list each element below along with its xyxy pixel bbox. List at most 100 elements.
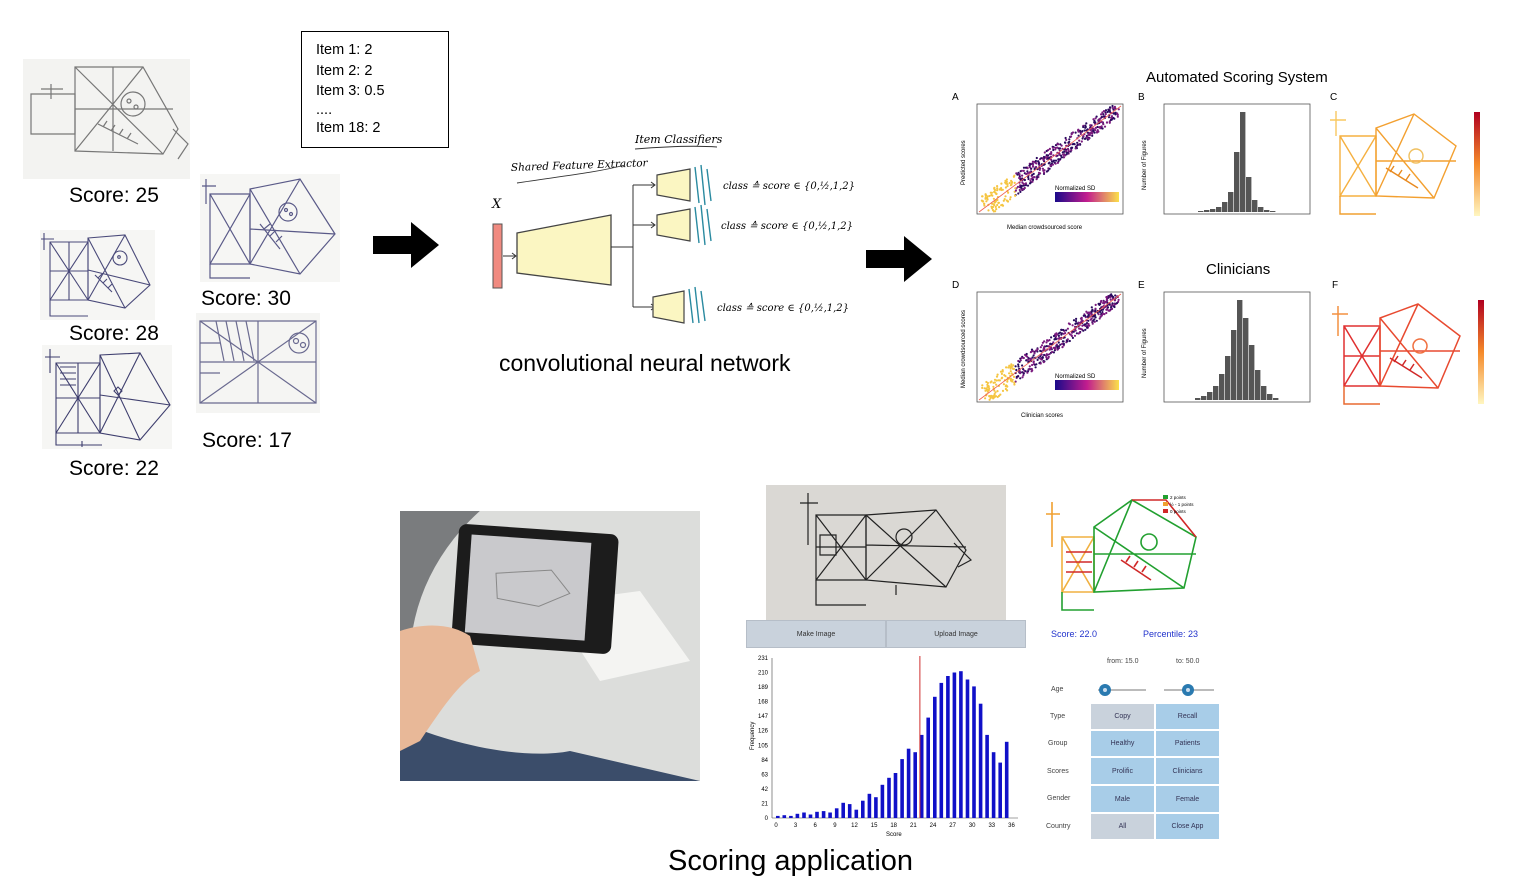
- scatter-point: [986, 195, 989, 198]
- close-app-button[interactable]: Close App: [1155, 813, 1220, 840]
- feature-extractor-trapezoid: [516, 214, 612, 286]
- scatter-point: [1042, 346, 1046, 349]
- scatter-point: [1100, 308, 1103, 312]
- upload-image-button[interactable]: Upload Image: [886, 620, 1026, 648]
- age-from-value: from: 15.0: [1107, 658, 1139, 665]
- scatter-point: [1066, 338, 1069, 341]
- scatter-point: [1028, 182, 1032, 185]
- scatter-point: [1098, 303, 1101, 306]
- gender-female-button[interactable]: Female: [1155, 785, 1220, 813]
- scatter-point: [1030, 370, 1033, 373]
- scatter-point: [1105, 121, 1109, 124]
- make-image-button[interactable]: Make Image: [746, 620, 886, 648]
- scatter-point: [1075, 317, 1078, 320]
- tablet-photo: [400, 511, 700, 781]
- group-patients-button[interactable]: Patients: [1155, 730, 1220, 757]
- scatter-point: [1022, 372, 1025, 375]
- scatter-point: [990, 380, 993, 383]
- scatter-point: [1089, 311, 1092, 314]
- scatter-point: [995, 383, 998, 386]
- scatter-point: [1033, 352, 1036, 355]
- scatter-point: [1003, 198, 1006, 201]
- age-range-slider[interactable]: [1090, 680, 1220, 700]
- scatter-point: [1101, 111, 1104, 114]
- scatter-point: [994, 395, 997, 398]
- scatter-point: [1062, 156, 1066, 159]
- app-hist-bar: [952, 672, 957, 818]
- scatter-point: [1106, 295, 1109, 298]
- scatter-point: [1086, 326, 1089, 329]
- scatter-point: [1096, 125, 1099, 129]
- scatter-point: [1009, 367, 1012, 370]
- scatter-point: [1109, 118, 1112, 122]
- country-all-button[interactable]: All: [1090, 813, 1155, 840]
- app-hist-bar: [933, 696, 937, 818]
- scatter-point: [1009, 377, 1012, 380]
- scatter-point: [1045, 154, 1048, 157]
- scatter-point: [1019, 190, 1022, 193]
- app-hist-y-tick: 126: [758, 729, 769, 735]
- scatter-point: [1038, 168, 1041, 171]
- scatter-point: [986, 381, 989, 385]
- scatter-point: [1101, 121, 1104, 124]
- scatter-point: [1060, 156, 1063, 159]
- scatter-plot-a: Normalized SD Median crowdsourced score …: [961, 103, 1124, 231]
- scatter-point: [1062, 340, 1065, 343]
- scatter-point: [1052, 341, 1055, 344]
- scatter-point: [1026, 184, 1030, 187]
- scatter-point: [1033, 167, 1036, 171]
- hist-b-ylabel: Number of Figures: [1142, 140, 1148, 190]
- scatter-point: [1098, 317, 1101, 320]
- scores-clinicians-button[interactable]: Clinicians: [1155, 757, 1220, 785]
- app-hist-bar: [808, 814, 813, 818]
- app-hist-bar: [834, 808, 839, 818]
- scatter-point: [1090, 317, 1093, 320]
- scatter-point: [1093, 318, 1096, 321]
- scatter-point: [1088, 132, 1091, 135]
- automated-scoring-title: Automated Scoring System: [1146, 69, 1328, 86]
- app-hist-bar: [782, 815, 787, 818]
- scatter-point: [1114, 294, 1117, 297]
- scatter-point: [994, 200, 997, 203]
- scatter-point: [1021, 174, 1024, 177]
- app-hist-x-tick: 24: [930, 823, 937, 829]
- scatter-point: [984, 196, 987, 199]
- filter-label-type: Type: [1050, 713, 1066, 720]
- type-copy-button[interactable]: Copy: [1090, 703, 1155, 730]
- scatter-point: [1045, 345, 1048, 348]
- scatter-point: [1039, 346, 1042, 349]
- scores-prolific-button[interactable]: Prolific: [1090, 757, 1155, 785]
- scatter-point: [1005, 366, 1008, 369]
- scatter-point: [1086, 128, 1089, 131]
- scatter-point: [1081, 130, 1084, 133]
- scatter-point: [1089, 124, 1092, 127]
- scatter-point: [1086, 131, 1089, 134]
- scatter-point: [981, 386, 984, 389]
- scatter-point: [1029, 170, 1032, 174]
- app-hist-y-tick: 210: [758, 671, 769, 677]
- histogram-bar: [1225, 356, 1231, 400]
- scatter-point: [1021, 364, 1024, 367]
- app-hist-bar: [821, 811, 826, 818]
- scatter-point: [1050, 158, 1053, 161]
- app-hist-x-tick: 15: [871, 823, 878, 829]
- histogram-bar: [1222, 202, 1228, 212]
- scatter-point: [1013, 381, 1016, 384]
- scatter-point: [997, 201, 1000, 204]
- scatter-point: [1094, 307, 1097, 310]
- classifier-head-1: class ≙ score ∈ {0,½,1,2}: [656, 164, 855, 206]
- scatter-point: [1011, 367, 1014, 370]
- gender-male-button[interactable]: Male: [1090, 785, 1155, 813]
- scatter-point: [1001, 369, 1004, 372]
- scatter-point: [995, 192, 998, 196]
- scatter-point: [1104, 301, 1107, 304]
- scatter-point: [1059, 343, 1062, 346]
- scatter-point: [1037, 171, 1041, 174]
- type-recall-button[interactable]: Recall: [1155, 703, 1220, 730]
- group-healthy-button[interactable]: Healthy: [1090, 730, 1155, 757]
- scatter-point: [1032, 360, 1035, 363]
- scatter-point: [1047, 355, 1050, 358]
- scatter-point: [1087, 137, 1091, 140]
- histogram-bar: [1267, 394, 1273, 400]
- scatter-point: [1061, 342, 1064, 345]
